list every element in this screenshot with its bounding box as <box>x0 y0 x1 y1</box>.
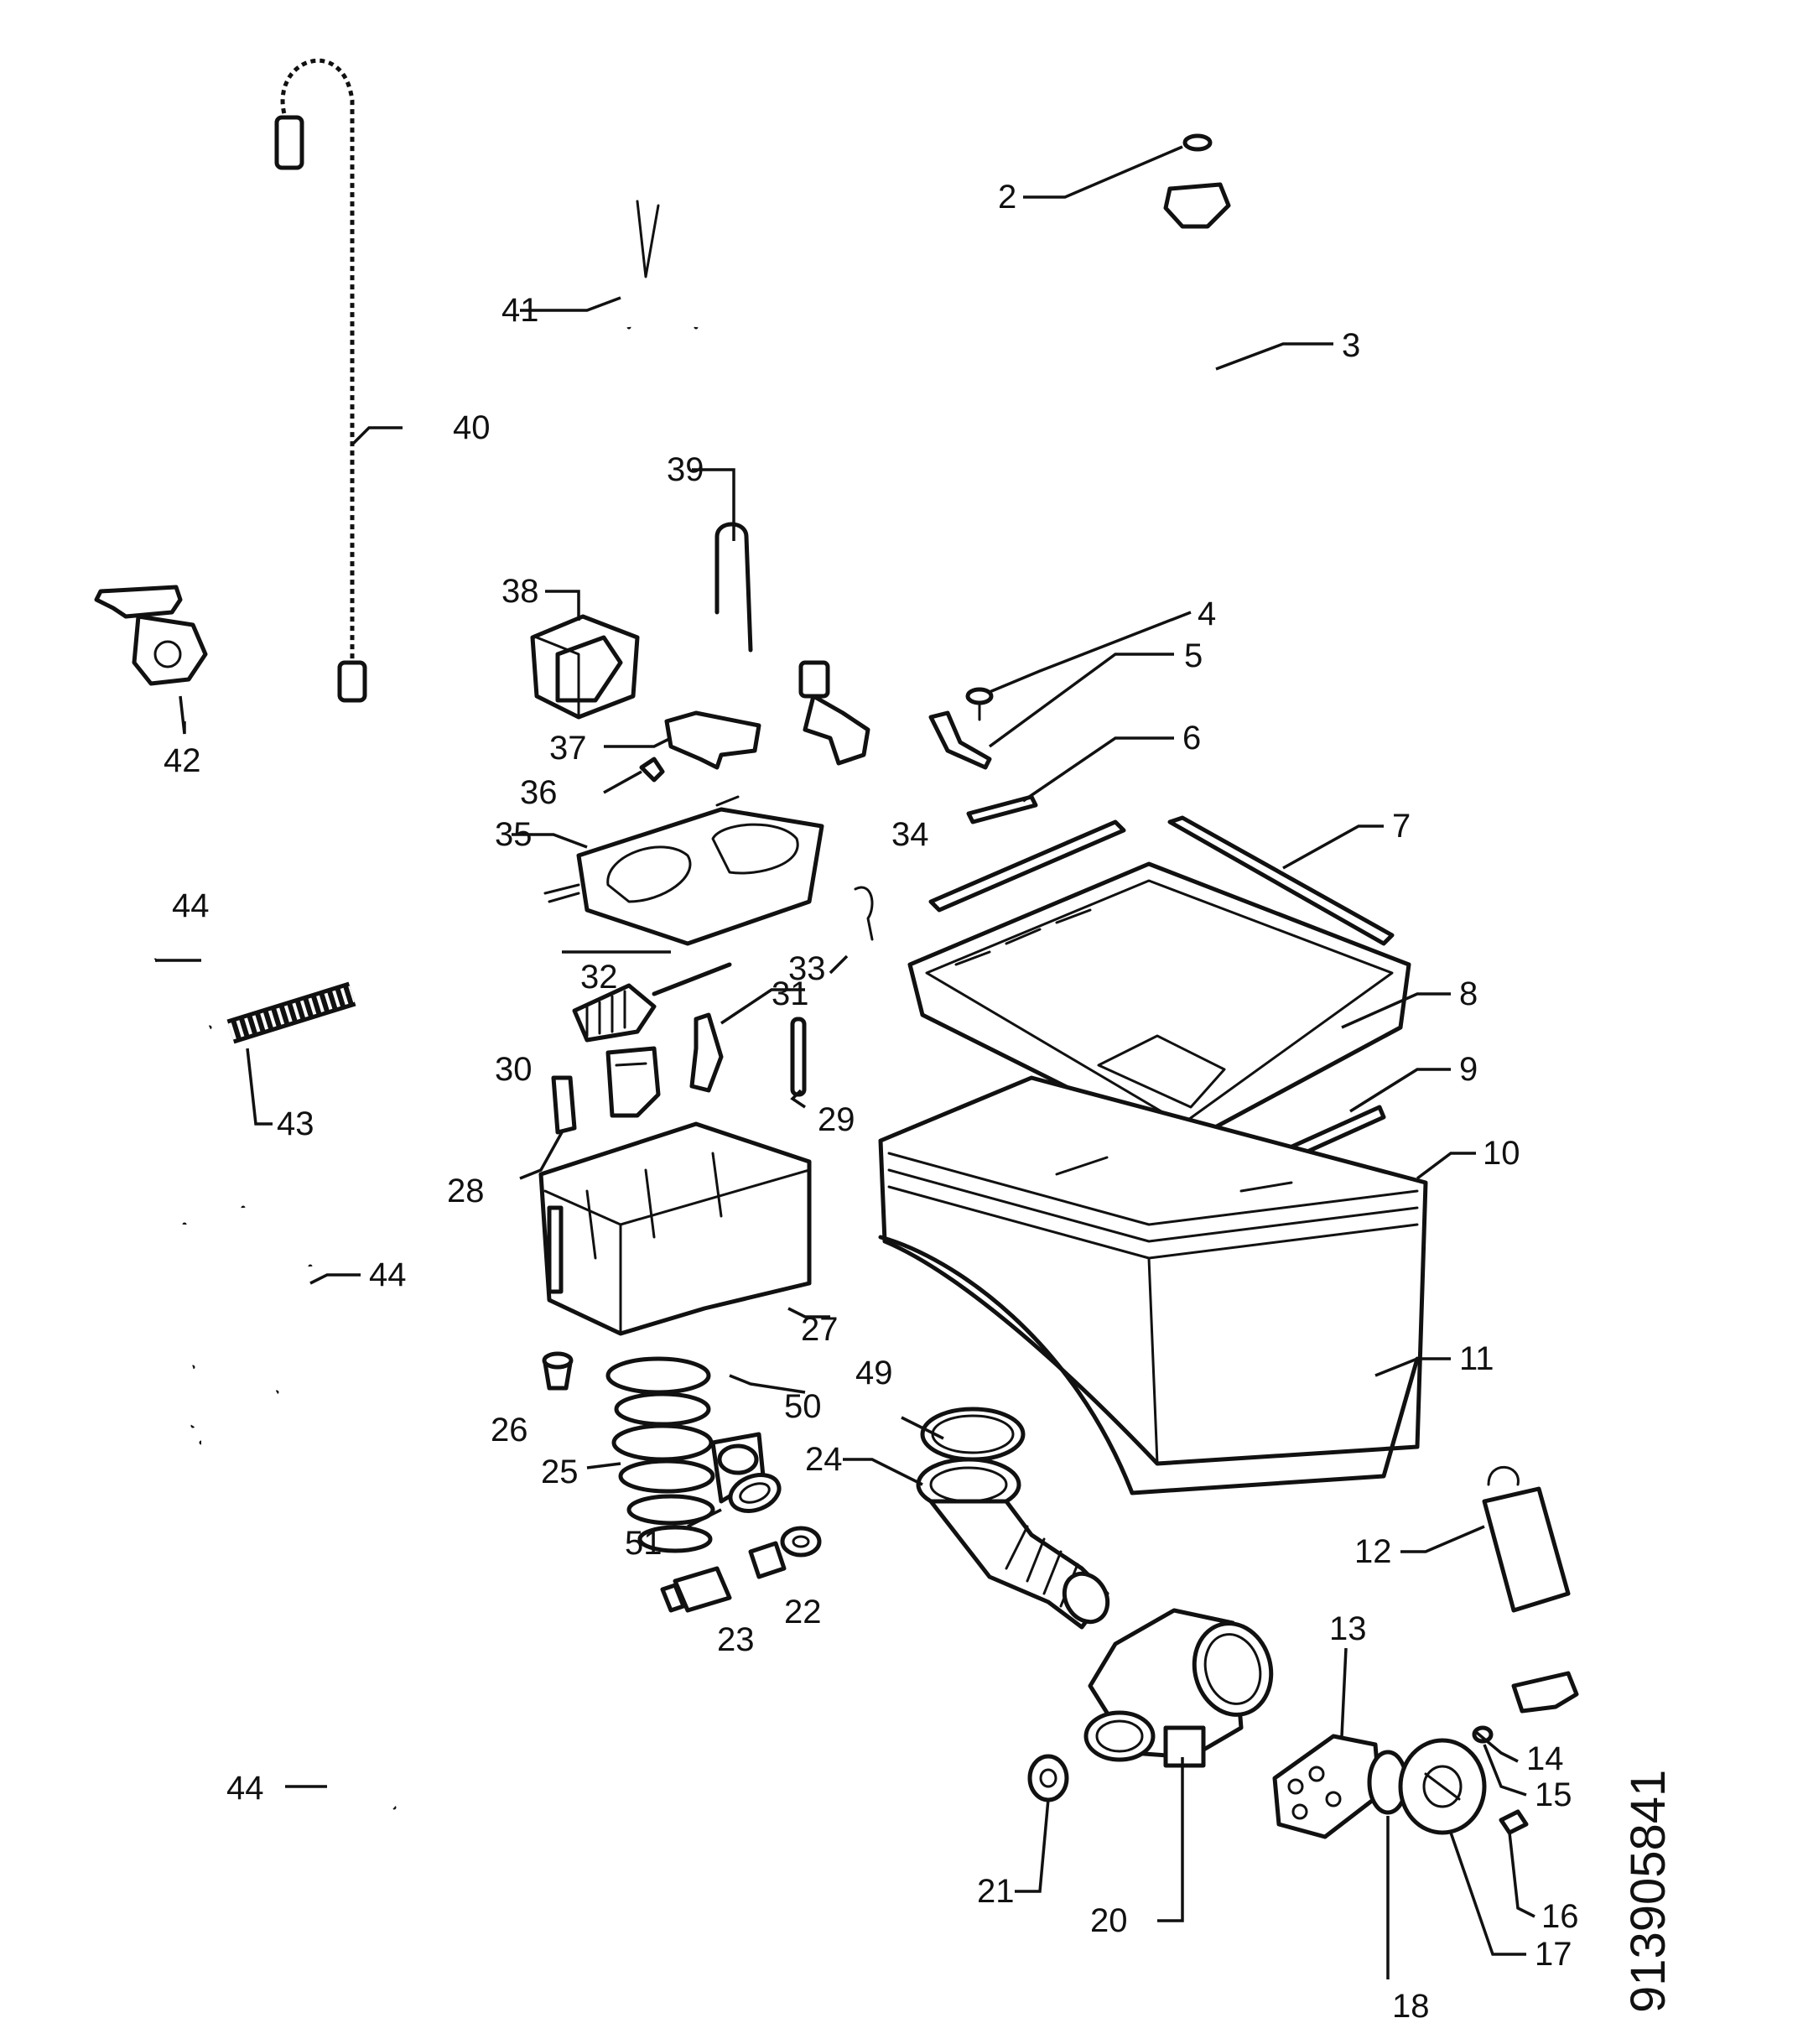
callout-44-middle: 44 <box>369 1256 407 1293</box>
callout-24: 24 <box>805 1441 843 1478</box>
callout-37: 37 <box>549 730 587 767</box>
callout-7: 7 <box>1392 808 1411 845</box>
callout-23: 23 <box>717 1621 755 1658</box>
callout-8: 8 <box>1459 975 1478 1012</box>
part-20-pump-housing <box>1083 1608 1274 1768</box>
callout-26: 26 <box>491 1412 528 1448</box>
part-12-plate <box>1482 1465 1571 1613</box>
part-8-tray <box>907 861 1411 1147</box>
part-5-latch <box>928 710 992 770</box>
callout-5: 5 <box>1184 637 1203 674</box>
part-10-tub <box>878 1075 1428 1466</box>
part-34-rail <box>928 819 1126 913</box>
part-43-corrugated-hose <box>226 981 356 1044</box>
part-4-screw <box>965 687 994 721</box>
callout-43: 43 <box>277 1105 314 1142</box>
callout-41: 41 <box>501 292 539 329</box>
callout-31: 31 <box>772 975 809 1012</box>
callout-50: 50 <box>784 1388 822 1425</box>
callout-30: 30 <box>495 1051 533 1088</box>
callout-44-top: 44 <box>172 887 210 924</box>
callout-20: 20 <box>1090 1902 1128 1939</box>
callout-29: 29 <box>818 1101 855 1138</box>
part-26-plug <box>542 1351 574 1391</box>
part-39-u-clip <box>714 522 753 653</box>
callout-28: 28 <box>447 1173 485 1209</box>
part-40-drain-hose <box>274 52 367 703</box>
callout-15: 15 <box>1535 1776 1572 1813</box>
part-15-spring <box>1472 1725 1494 1744</box>
callout-34: 34 <box>891 816 929 853</box>
callout-18: 18 <box>1392 1988 1430 2025</box>
part-32-lever <box>572 962 732 1043</box>
callout-36: 36 <box>520 774 558 811</box>
part-35-dispenser-top <box>543 795 824 946</box>
callout-27: 27 <box>801 1311 839 1348</box>
callout-10: 10 <box>1483 1135 1520 1172</box>
callout-14: 14 <box>1526 1740 1564 1777</box>
callout-49: 49 <box>855 1355 893 1391</box>
part-44-hoses <box>48 954 397 1811</box>
part-51-clamp <box>728 1473 782 1513</box>
callout-labels: 2 3 4 5 6 7 8 9 10 11 12 13 14 15 16 17 … <box>164 179 1579 2025</box>
callout-51: 51 <box>625 1525 662 1562</box>
part-23-nozzle <box>660 1566 732 1613</box>
callout-39: 39 <box>667 451 704 488</box>
callout-3: 3 <box>1342 327 1360 364</box>
part-27-dispenser-body <box>538 1121 812 1336</box>
part-24-bellows-hose <box>916 1457 1110 1630</box>
callout-32: 32 <box>580 959 618 996</box>
callout-33: 33 <box>788 950 826 987</box>
part-31-bracket <box>689 1012 724 1093</box>
callout-13: 13 <box>1329 1610 1367 1647</box>
part-6-clip <box>966 794 1038 824</box>
callout-12: 12 <box>1354 1533 1392 1570</box>
part-36-clip <box>639 757 665 783</box>
part-11-gasket <box>878 1235 1420 1495</box>
callout-11: 11 <box>1459 1340 1494 1377</box>
callout-42: 42 <box>164 742 201 779</box>
part-30-hook <box>605 1046 661 1118</box>
callout-6: 6 <box>1182 720 1201 757</box>
callout-38: 38 <box>501 573 539 610</box>
part-13-pump-motor <box>1272 1734 1382 1839</box>
callout-4: 4 <box>1198 596 1216 632</box>
callout-17: 17 <box>1535 1936 1572 1973</box>
part-42-clip-bracket <box>94 585 208 686</box>
part-29-rod <box>790 1017 807 1097</box>
part-16-screw <box>1499 1809 1529 1835</box>
leader-lines <box>155 145 1535 1979</box>
part-41-hose-guide <box>605 166 708 330</box>
part-21-washer <box>1027 1754 1069 1802</box>
part-22-nut <box>748 1526 822 1579</box>
callout-44-bottom: 44 <box>226 1770 264 1807</box>
part-14-clip <box>1511 1671 1579 1714</box>
callout-40: 40 <box>453 409 491 446</box>
callout-2: 2 <box>998 179 1016 216</box>
callout-16: 16 <box>1541 1898 1579 1935</box>
part-33-wire <box>854 886 874 941</box>
part-7-rail <box>1167 815 1395 946</box>
part-37-cover <box>664 710 761 770</box>
part-28-pin <box>551 1075 577 1135</box>
callout-35: 35 <box>495 816 533 853</box>
part-17-pump-cover <box>1398 1738 1487 1835</box>
callout-25: 25 <box>541 1454 579 1490</box>
part-38-pressure-switch <box>530 614 640 720</box>
part-25-bellows <box>605 1356 766 1553</box>
callout-21: 21 <box>977 1873 1015 1910</box>
callout-9: 9 <box>1459 1051 1478 1088</box>
drawing-code: 913905841 <box>1621 1770 1676 2013</box>
part-3-inlet-hose <box>796 133 1231 766</box>
callout-22: 22 <box>784 1594 822 1631</box>
